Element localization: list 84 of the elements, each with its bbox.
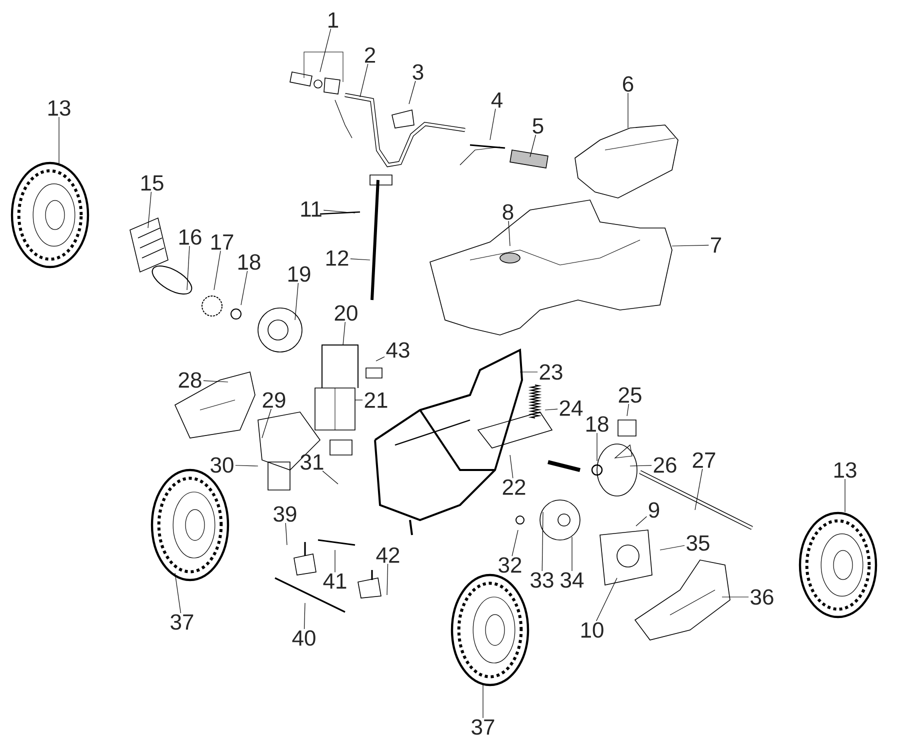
callout-number: 9 [648,502,660,518]
callout-number: 7 [711,237,722,253]
callout-number: 30 [210,457,234,473]
callout-number: 6 [623,76,634,92]
callout-number: 3 [412,64,424,80]
leader-line [694,468,703,510]
callout-number: 27 [692,452,716,468]
leader-line [596,578,618,622]
leader-line [58,116,60,166]
leader-line [376,356,385,362]
leader-line [596,432,598,462]
callout-number: 13 [48,100,70,116]
callout-number: 16 [179,229,202,245]
leader-line [544,408,558,410]
callout-number: 32 [498,557,522,573]
leader-line [235,465,258,466]
leader-line [262,408,272,438]
callout-number: 21 [364,392,388,408]
leader-line [203,380,228,382]
callout-number: 43 [386,342,410,358]
leader-line [630,465,652,466]
leader-line [722,596,749,598]
callout-number: 34 [560,572,584,588]
leader-line [186,246,190,290]
leader-line [512,530,518,556]
leader-line [672,244,709,246]
callout-number: 42 [376,547,400,563]
callout-number: 10 [581,622,604,638]
leader-line [386,564,388,596]
callout-number: 26 [654,457,676,473]
leader-line [408,80,416,104]
callout-number: 22 [502,479,526,495]
leader-line [214,250,221,290]
callout-number: 31 [300,454,324,470]
callout-number: 24 [560,400,583,416]
leader-line [508,220,510,246]
callout-number: 18 [586,416,608,432]
leader-line [350,258,370,260]
leader-line [360,64,368,98]
leader-line [490,108,496,140]
callout-number: 13 [834,462,856,478]
leader-line [285,522,288,546]
callout-number: 39 [274,506,296,522]
callout-number: 28 [178,372,202,388]
leader-line [482,684,484,718]
callout-number: 20 [334,305,358,321]
leader-line [322,470,338,484]
leader-line [320,28,332,72]
callout-number: 5 [532,118,544,134]
leader-line [294,282,299,320]
leader-line [530,134,536,158]
leader-line [660,545,685,550]
callout-number: 29 [262,392,286,408]
leader-line [334,550,336,573]
callout-number: 37 [472,719,494,735]
callout-number: 23 [540,364,562,380]
callout-number: 4 [491,92,502,108]
leader-line [510,454,514,478]
callout-number: 36 [750,589,774,605]
leader-line [323,210,356,214]
leader-line [342,322,346,346]
leader-line [174,572,182,614]
leader-line [148,192,152,228]
callout-number: 2 [365,47,376,63]
callout-number: 25 [618,387,642,403]
callout-number: 35 [686,535,710,551]
leader-line [542,512,544,572]
callout-number: 11 [301,201,322,217]
callout-number: 1 [328,12,338,28]
callout-number: 19 [288,266,310,282]
callout-number: 18 [238,254,260,270]
callout-number: 41 [323,573,346,589]
leader-line [304,602,306,630]
leader-line [240,270,248,306]
callout-number: 37 [170,614,194,630]
callout-number: 12 [326,250,348,266]
leader-line [844,478,846,512]
callout-number: 15 [141,175,164,191]
leader-line [626,404,630,416]
callout-number: 17 [211,234,234,250]
callout-number: 40 [292,630,316,646]
leader-line [636,516,647,526]
callout-number: 33 [530,572,554,588]
callout-number: 8 [502,204,514,220]
